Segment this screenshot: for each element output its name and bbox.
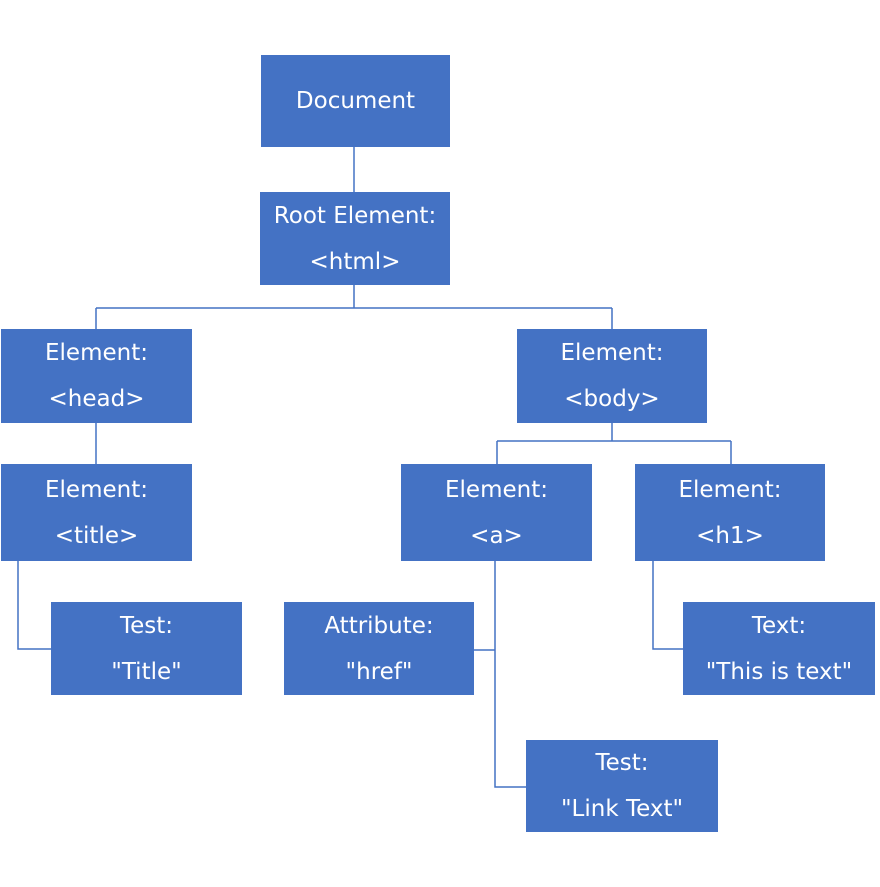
node-link-text-label: Test:: [595, 750, 649, 776]
node-head-tag: <head>: [48, 386, 145, 412]
node-text-this-is-text: Text: "This is text": [683, 602, 875, 695]
node-element-a: Element: <a>: [401, 464, 592, 561]
node-text-title: Test: "Title": [51, 602, 242, 695]
connector-h1-text: [652, 561, 683, 650]
node-href-label: Attribute:: [324, 612, 434, 639]
node-root-element-html: Root Element: <html>: [260, 192, 450, 285]
node-document-label: Document: [295, 88, 416, 114]
connector-a-children: [474, 561, 526, 788]
node-element-body: Element: <body>: [517, 329, 707, 423]
node-title-label: Element:: [45, 476, 148, 503]
node-root-tag: <html>: [309, 248, 401, 275]
node-document: Document: [261, 55, 450, 147]
node-h1-label: Element:: [678, 476, 782, 503]
node-h1-tag: <h1>: [696, 522, 764, 549]
node-h1-text-value: "This is text": [705, 658, 853, 685]
node-body-label: Element:: [560, 340, 664, 366]
node-href-value: "href": [345, 658, 413, 685]
node-head-label: Element:: [45, 340, 148, 366]
node-root-label: Root Element:: [273, 202, 437, 229]
connector-title-text: [17, 561, 51, 650]
node-title-text-value: "Title": [111, 658, 182, 685]
node-text-link-text: Test: "Link Text": [526, 740, 718, 832]
node-h1-text-label: Text:: [751, 612, 807, 639]
connector-root-children: [95, 285, 613, 329]
node-body-tag: <body>: [564, 386, 660, 412]
node-element-title: Element: <title>: [1, 464, 192, 561]
node-element-head: Element: <head>: [1, 329, 192, 423]
node-title-tag: <title>: [54, 522, 139, 549]
node-a-tag: <a>: [470, 522, 523, 549]
node-link-text-value: "Link Text": [560, 796, 684, 822]
node-a-label: Element:: [445, 476, 548, 503]
node-attribute-href: Attribute: "href": [284, 602, 474, 695]
node-title-text-label: Test:: [119, 612, 174, 639]
connector-body-children: [496, 423, 732, 464]
node-element-h1: Element: <h1>: [635, 464, 825, 561]
